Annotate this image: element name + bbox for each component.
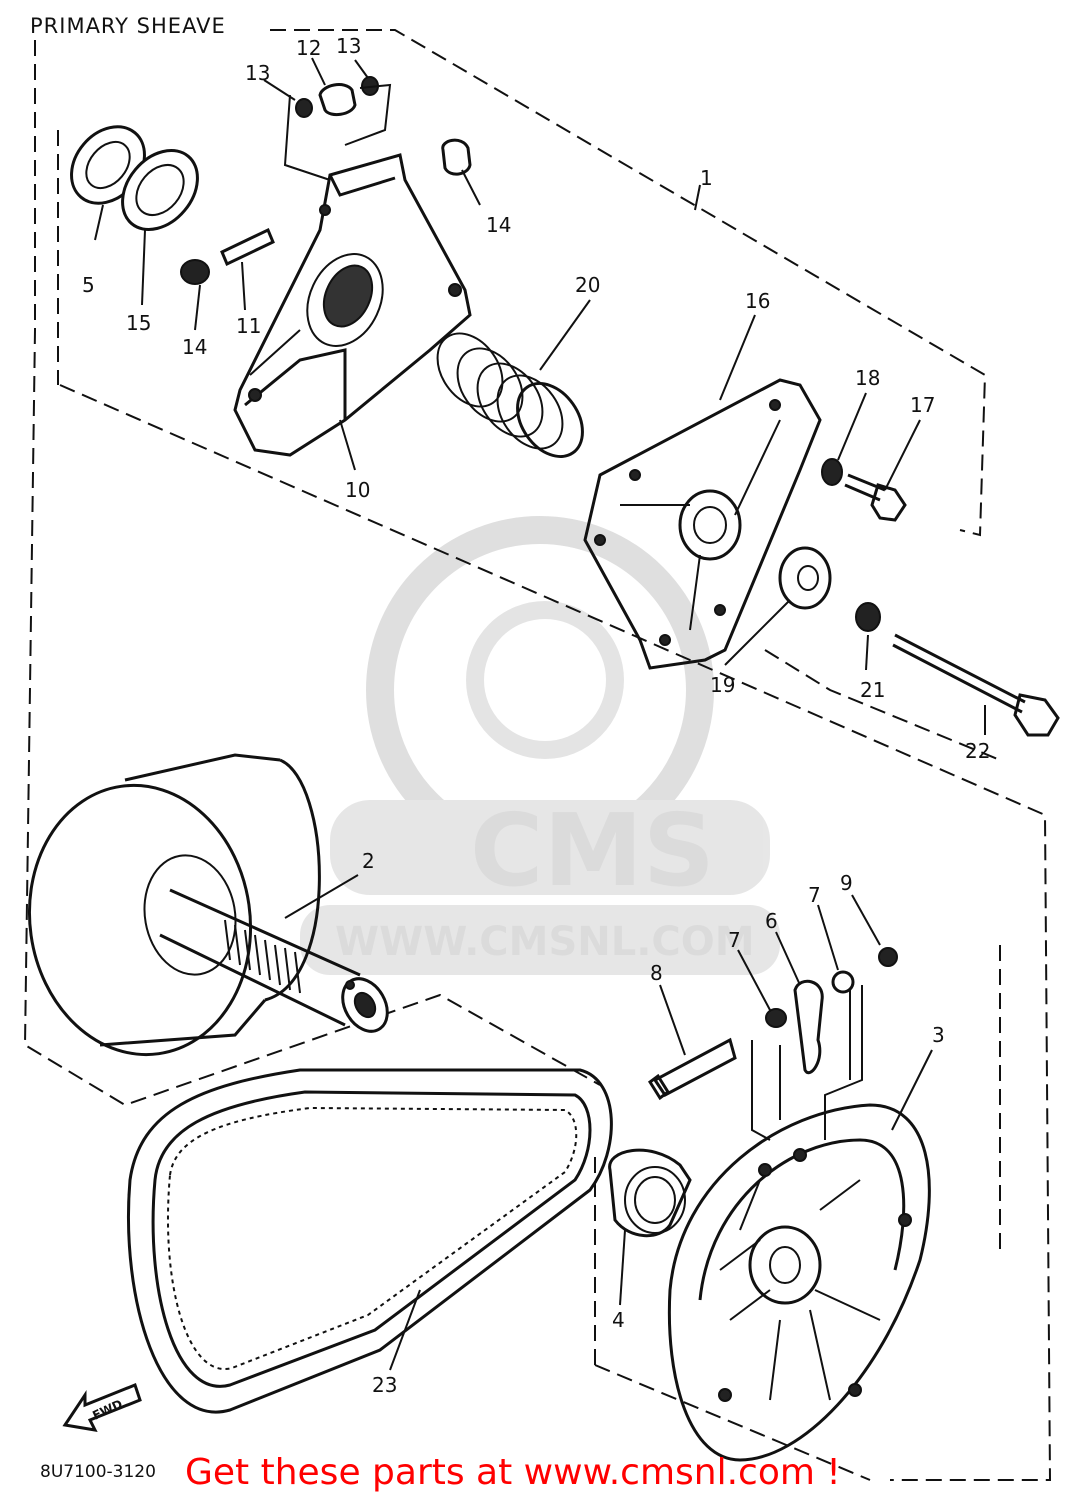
- cover-part-16: [583, 378, 822, 670]
- callout-5: 5: [82, 273, 95, 297]
- callout-1: 1: [700, 166, 713, 190]
- watermark-url: WWW.CMSNL.COM: [335, 919, 755, 965]
- callout-18: 18: [855, 366, 880, 390]
- callout-4: 4: [612, 1308, 625, 1332]
- callout-7a: 7: [728, 928, 741, 952]
- callout-23: 23: [372, 1373, 397, 1397]
- callout-20: 20: [575, 273, 600, 297]
- callout-15: 15: [126, 311, 151, 335]
- callout-6: 6: [765, 909, 778, 933]
- spring-part-20: [436, 332, 584, 458]
- fixed-sheave-part-2: [27, 753, 389, 1057]
- pin-and-caps: [180, 76, 472, 285]
- callout-numbers: 1 2 3 4 5 6 7 7 8 9 10 11 12 13 13 14 14…: [82, 34, 990, 1397]
- callout-3: 3: [932, 1023, 945, 1047]
- callout-7b: 7: [808, 883, 821, 907]
- callout-22: 22: [965, 739, 990, 763]
- forward-direction-arrow: FWD: [62, 1383, 142, 1432]
- callout-14b: 14: [486, 213, 511, 237]
- watermark: CMS WWW.CMSNL.COM: [300, 516, 780, 975]
- bolts-and-washers: [778, 458, 1060, 737]
- callout-10: 10: [345, 478, 370, 502]
- callout-13b: 13: [336, 34, 361, 58]
- callout-17: 17: [910, 393, 935, 417]
- drive-belt-part-23: [126, 1068, 613, 1414]
- diagram-code: 8U7100-3120: [40, 1462, 156, 1482]
- washers-part-5-15: [70, 125, 199, 231]
- footer-link-text[interactable]: Get these parts at www.cmsnl.com !: [185, 1452, 841, 1493]
- callout-11: 11: [236, 314, 261, 338]
- callout-8: 8: [650, 961, 663, 985]
- callout-14a: 14: [182, 335, 207, 359]
- callout-21: 21: [860, 678, 885, 702]
- callout-2: 2: [362, 849, 375, 873]
- leader-lines: [94, 57, 986, 1371]
- dashed-boundaries: [23, 29, 1052, 1481]
- callout-19: 19: [710, 673, 735, 697]
- callout-13a: 13: [245, 61, 270, 85]
- watermark-brand: CMS: [470, 792, 715, 909]
- weights-and-bolts: [647, 947, 898, 1141]
- diagram-title: PRIMARY SHEAVE: [30, 14, 226, 38]
- callout-9: 9: [840, 871, 853, 895]
- bushing-part-4: [608, 1148, 692, 1238]
- callout-16: 16: [745, 289, 770, 313]
- movable-sheave-part-3: [667, 1103, 931, 1462]
- callout-12: 12: [296, 36, 321, 60]
- primary-sheave-hub-part-10: [233, 153, 472, 457]
